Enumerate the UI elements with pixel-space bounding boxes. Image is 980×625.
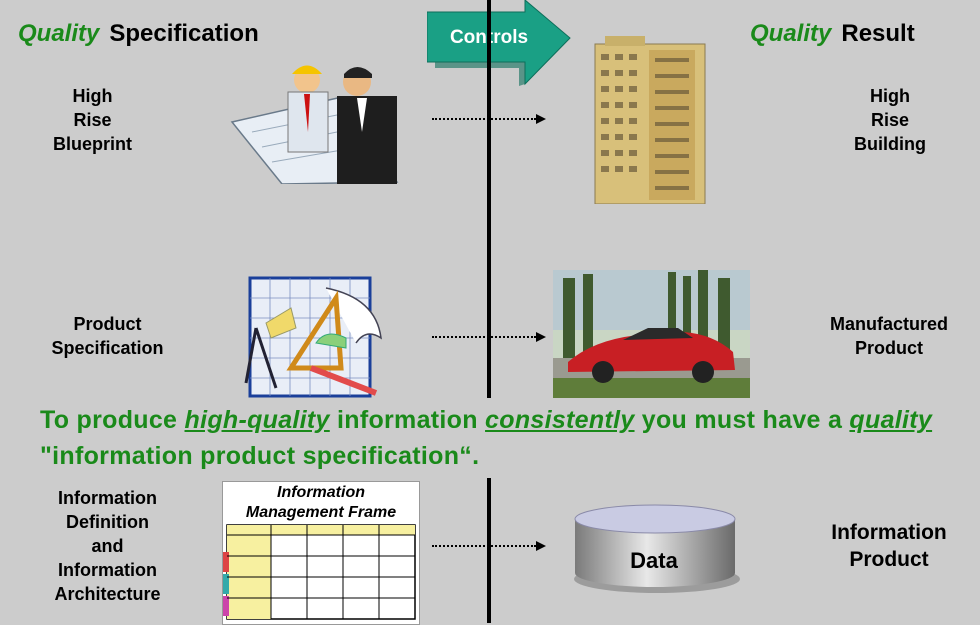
divider-bottom xyxy=(487,478,491,623)
row3-left-line: and xyxy=(91,536,124,556)
row3-arrow-line xyxy=(432,545,536,547)
row1-right-line: High xyxy=(870,86,910,106)
frame-title-line2: Management Frame xyxy=(245,504,397,521)
data-label: Data xyxy=(630,548,678,573)
spec-header-quality: Quality xyxy=(18,20,100,47)
message-text: you must have a xyxy=(634,406,850,434)
row1-right-line: Building xyxy=(854,134,926,154)
row3-left-line: Information xyxy=(58,560,157,580)
row3-left-line: Information xyxy=(58,488,157,508)
row3-arrow-head xyxy=(536,541,546,551)
controls-arrow: Controls xyxy=(427,0,571,86)
message-text: information xyxy=(329,406,486,434)
message-text: "information product specification“. xyxy=(40,442,480,470)
data-cylinder-icon: Data xyxy=(574,504,740,593)
divider-top xyxy=(487,0,491,398)
frame-title-line1: Information xyxy=(277,484,365,501)
row2-right-line: Product xyxy=(854,338,923,358)
high-rise-building-image xyxy=(594,36,706,204)
row1-left-line: Rise xyxy=(73,110,112,130)
row2-left-label: Product Specification xyxy=(30,312,185,360)
row2-arrow-head xyxy=(536,332,546,342)
message-emphasis: quality xyxy=(849,406,933,434)
row3-right-label: Information Product xyxy=(810,519,968,573)
result-header-word: Result xyxy=(841,20,915,47)
row2-left-line: Product xyxy=(73,314,142,334)
result-header: Quality Result xyxy=(750,20,915,48)
spec-header: Quality Specification xyxy=(18,20,259,48)
row1-arrow-line xyxy=(432,118,536,120)
row1-right-line: Rise xyxy=(870,110,910,130)
information-management-frame: Information Management Frame xyxy=(222,481,420,625)
result-header-quality: Quality xyxy=(750,20,832,47)
row3-left-line: Architecture xyxy=(54,584,161,604)
row1-left-line: Blueprint xyxy=(53,134,132,154)
row1-left-label: High Rise Blueprint xyxy=(40,84,145,156)
row3-right-line: Product xyxy=(849,548,929,571)
manufactured-car-image xyxy=(553,270,750,398)
frame-grid xyxy=(223,524,416,620)
row3-left-label: Information Definition and Information A… xyxy=(35,486,180,606)
message-emphasis: consistently xyxy=(485,406,635,434)
blueprint-workers-image xyxy=(230,65,399,184)
row2-arrow-line xyxy=(432,336,536,338)
row2-right-label: Manufactured Product xyxy=(815,312,963,360)
row1-arrow-head xyxy=(536,114,546,124)
message-text: To produce xyxy=(40,406,185,434)
row3-left-line: Definition xyxy=(66,512,149,532)
row2-left-line: Specification xyxy=(51,338,164,358)
key-message: To produce high-quality information cons… xyxy=(40,402,970,474)
row1-left-line: High xyxy=(72,86,113,106)
row2-right-line: Manufactured xyxy=(829,314,948,334)
row3-right-line: Information xyxy=(831,521,947,544)
message-emphasis: high-quality xyxy=(184,406,330,434)
row1-right-label: High Rise Building xyxy=(835,84,945,156)
product-specification-image xyxy=(244,276,382,398)
spec-header-word: Specification xyxy=(109,20,259,47)
